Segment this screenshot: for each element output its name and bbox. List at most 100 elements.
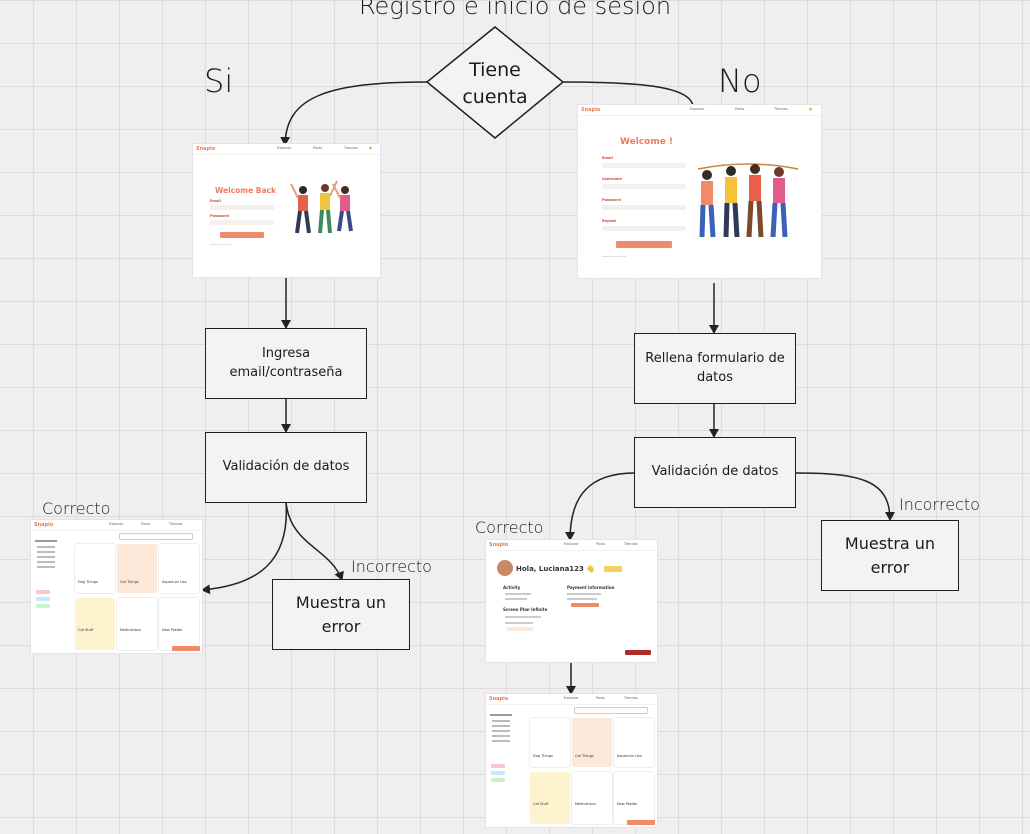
step-text-line: Validación de datos — [651, 464, 779, 480]
sidebar-item — [37, 551, 55, 553]
signup-email-label: Email — [602, 156, 613, 160]
thumb-navbar: Snapio Explorar Posts Tiendas — [486, 540, 657, 551]
profile-section-title: Payment information — [567, 585, 615, 590]
thumb-nav-item: Explorar — [109, 522, 124, 526]
label-incorrecto-left: Incorrecto — [351, 557, 432, 576]
product-card: New Pokibe — [614, 772, 654, 824]
store-bottom-button — [627, 820, 655, 825]
sidebar-heading — [490, 714, 512, 716]
thumb-nav-item: Posts — [596, 696, 606, 700]
profile-line — [567, 593, 601, 595]
decision-line-1: Tiene — [469, 59, 521, 81]
arrow-right-correcto — [565, 472, 636, 541]
arrow-right-incorrecto — [795, 472, 895, 521]
step-validacion-left: Validación de datos — [205, 432, 367, 503]
store-bottom-button — [172, 646, 200, 651]
signup-email-input — [602, 163, 686, 168]
product-name: New Pokibe — [162, 628, 183, 632]
step-ingresa-email: Ingresa email/contraseña — [205, 328, 367, 399]
thumb-logo: Snapio — [489, 542, 509, 548]
product-card: Dog Things — [75, 544, 115, 593]
step-validacion-right: Validación de datos — [634, 437, 796, 508]
product-name: Cat Things — [575, 754, 594, 758]
product-card: New Pokibe — [159, 598, 199, 650]
product-card: Aquarium Use — [614, 718, 654, 767]
filter-chip — [36, 590, 50, 594]
product-name: Medications — [575, 802, 596, 806]
product-name: Medications — [120, 628, 141, 632]
signup-title: Welcome ! — [620, 137, 674, 147]
product-card: Cat Stuff — [530, 772, 570, 824]
filter-chip — [491, 771, 505, 775]
profile-line — [505, 593, 531, 595]
signup-repeat-label: Repeat — [602, 219, 616, 223]
error-text-line: error — [321, 616, 361, 636]
profile-tag — [507, 627, 533, 631]
login-title: Welcome Back — [215, 186, 276, 195]
store-search-input — [574, 707, 648, 714]
group-illustration — [697, 163, 799, 238]
thumb-nav-item: Explorar — [690, 107, 705, 111]
login-screen-thumbnail: Snapio Explorar Posts Tiendas ● Welcome … — [193, 144, 380, 277]
product-card: Medications — [572, 772, 612, 824]
avatar — [497, 560, 513, 576]
signup-password-label: Password — [602, 198, 621, 202]
thumb-nav-item: Tiendas — [624, 542, 638, 546]
filter-chip — [491, 778, 505, 782]
thumb-navbar: Snapio Explorar Posts Tiendas ● — [578, 105, 821, 116]
login-password-input — [210, 220, 274, 225]
thumb-navbar: Snapio Explorar Posts Tiendas — [486, 694, 657, 705]
sidebar-item — [492, 725, 510, 727]
product-card: Cat Things — [572, 718, 612, 767]
profile-line — [505, 598, 527, 600]
product-name: Aquarium Use — [162, 580, 187, 584]
profile-badge — [604, 566, 622, 572]
thumb-nav-item: Posts — [141, 522, 151, 526]
sidebar-item — [37, 556, 55, 558]
signup-password-input — [602, 205, 686, 210]
sidebar-item — [492, 720, 510, 722]
step-text-line: email/contraseña — [229, 364, 343, 380]
sidebar-item — [37, 566, 55, 568]
profile-line — [567, 598, 597, 600]
thumb-navbar: Snapio Explorar Posts Tiendas — [31, 520, 202, 531]
product-name: Cat Stuff — [78, 628, 94, 632]
error-text-line: Muestra un — [295, 592, 387, 612]
profile-section-title: Screen Plan Infinite — [503, 607, 548, 612]
profile-section-title: Activity — [503, 585, 521, 590]
thumb-logo: Snapio — [489, 696, 509, 702]
thumb-nav-item: Posts — [313, 146, 323, 150]
thumb-logo: Snapio — [196, 146, 216, 152]
thumb-nav-item: Tiendas — [774, 107, 788, 111]
thumb-nav-item: Explorar — [564, 696, 579, 700]
product-card: Cat Stuff — [75, 598, 115, 650]
product-card: Cat Things — [117, 544, 157, 593]
branch-yes-label: Si — [204, 62, 234, 100]
profile-screen-thumbnail: Snapio Explorar Posts Tiendas Hola, Luci… — [486, 540, 657, 662]
label-incorrecto-right: Incorrecto — [899, 495, 980, 514]
label-correcto-right: Correcto — [475, 518, 544, 537]
sidebar-heading — [35, 540, 57, 542]
sidebar-item — [37, 546, 55, 548]
signup-login-link: ―――――――― — [602, 254, 626, 258]
store-screen-thumbnail-right: Snapio Explorar Posts Tiendas Dog Things… — [486, 694, 657, 827]
thumb-nav-item: Tiendas — [169, 522, 183, 526]
user-icon: ● — [369, 146, 373, 150]
thumb-logo: Snapio — [34, 522, 54, 528]
step-text-line: Ingresa — [261, 345, 311, 361]
logout-button — [625, 650, 651, 655]
error-text-line: error — [870, 557, 910, 577]
signup-screen-thumbnail: Snapio Explorar Posts Tiendas ● Welcome … — [578, 105, 821, 278]
store-search-input — [119, 533, 193, 540]
thumb-nav-item: Explorar — [564, 542, 579, 546]
product-name: New Pokibe — [617, 802, 638, 806]
step-text-line: Rellena formulario de — [645, 350, 785, 366]
profile-greeting: Hola, Luciana123 👋 — [516, 565, 596, 573]
celebration-illustration — [290, 180, 353, 234]
decision-line-2: cuenta — [462, 85, 528, 108]
signup-repeat-input — [602, 226, 686, 231]
decision-diamond — [425, 26, 565, 139]
decision-text: Tiene cuenta — [445, 57, 545, 110]
